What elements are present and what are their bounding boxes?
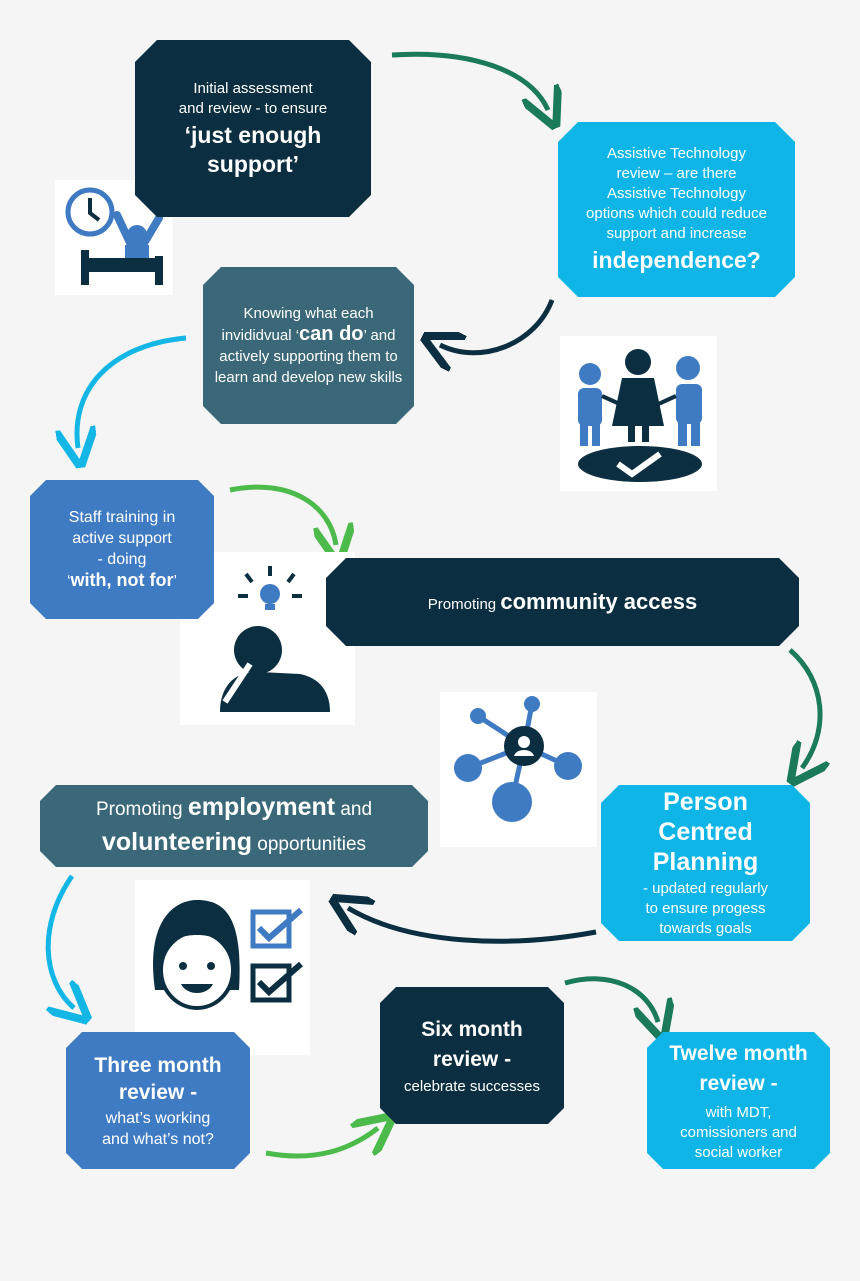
employment-post: opportunities (251, 834, 367, 855)
people-holding-hands-icon (560, 336, 717, 491)
at-line4: options which could reduce (586, 205, 767, 222)
arrow-employment-to-three (45, 874, 74, 1008)
twelve-line2: comissioners and (680, 1123, 797, 1141)
at-line2: review – are there (616, 165, 737, 182)
volunteering-emphasis: volunteering (101, 828, 252, 856)
six-line1: celebrate successes (404, 1077, 540, 1095)
pcp-line1: - updated regularly (642, 880, 769, 897)
employment-line1: Promoting employment and (96, 791, 372, 826)
pcp-line2: to ensure progess (645, 900, 766, 917)
arrow-cando-to-staff (77, 335, 187, 448)
staff-emphasis-line: ‘with, not for’ (66, 570, 178, 590)
initial-line2: and review - to ensure (178, 99, 328, 117)
step-assistive-technology: Assistive Technology review – are there … (558, 122, 795, 297)
arrow-community-to-pcp (790, 648, 820, 768)
three-title: Three month review - (94, 1053, 222, 1104)
step-community-access: Promoting community access (326, 558, 799, 646)
arrow-initial-to-at (391, 51, 548, 110)
employment-mid: and (335, 799, 373, 820)
network-icon (440, 692, 597, 847)
employment-pre: Promoting (95, 799, 188, 820)
arrow-pcp-to-employment (348, 908, 597, 944)
arrow-six-to-twelve (564, 976, 658, 1022)
pcp-line3: towards goals (659, 920, 752, 937)
three-line1: what’s working (105, 1109, 211, 1127)
step-can-do: Knowing what each invididvual ‘can do’ a… (203, 267, 414, 424)
step-six-month-review: Six month review - celebrate successes (380, 987, 564, 1124)
cando-pre: Knowing what each invididvual ‘ (221, 305, 374, 344)
at-line3: Assistive Technology (607, 185, 746, 202)
arrow-three-to-six (265, 1128, 378, 1159)
cando-text: Knowing what each invididvual ‘can do’ a… (213, 303, 404, 388)
checklist-person-icon (135, 880, 310, 1055)
twelve-title: Twelve month review - (669, 1041, 808, 1095)
cando-emphasis: can do (299, 323, 364, 345)
staff-line1: Staff training in (68, 509, 176, 526)
step-three-month-review: Three month review - what’s working and … (66, 1032, 250, 1169)
at-emphasis: independence? (592, 247, 761, 273)
at-line1: Assistive Technology (607, 145, 746, 162)
step-employment-volunteering: Promoting employment and volunteering op… (40, 785, 428, 867)
community-text: Promoting community access (428, 589, 697, 615)
employment-emphasis: employment (187, 793, 336, 821)
six-title: Six month review - (421, 1017, 523, 1071)
step-person-centred-planning: Person Centred Planning - updated regula… (601, 785, 810, 941)
initial-line1: Initial assessment (193, 79, 313, 97)
community-emphasis: community access (500, 589, 698, 614)
arrow-at-to-cando (440, 299, 555, 353)
staff-emphasis: with, not for (70, 570, 174, 590)
step-initial-assessment: Initial assessment and review - to ensur… (135, 40, 371, 217)
three-line2: and what’s not? (102, 1130, 214, 1148)
step-twelve-month-review: Twelve month review - with MDT, comissio… (647, 1032, 830, 1169)
twelve-line1: with MDT, (705, 1103, 772, 1121)
twelve-line3: social worker (694, 1143, 783, 1161)
thinking-person-icon (180, 552, 355, 725)
arrow-staff-to-community (229, 484, 336, 545)
staff-line2: active support (72, 530, 172, 547)
step-staff-training: Staff training in active support - doing… (30, 480, 214, 619)
cando-post: ’ and actively supporting them to learn … (214, 327, 403, 386)
at-line5: support and increase (606, 225, 747, 242)
community-pre: Promoting (427, 596, 501, 613)
pcp-title: Person Centred Planning (652, 788, 759, 876)
employment-line2: volunteering opportunities (102, 826, 366, 861)
staff-line3: - doing (97, 551, 147, 568)
initial-emphasis: ‘just enough support’ (184, 121, 322, 177)
